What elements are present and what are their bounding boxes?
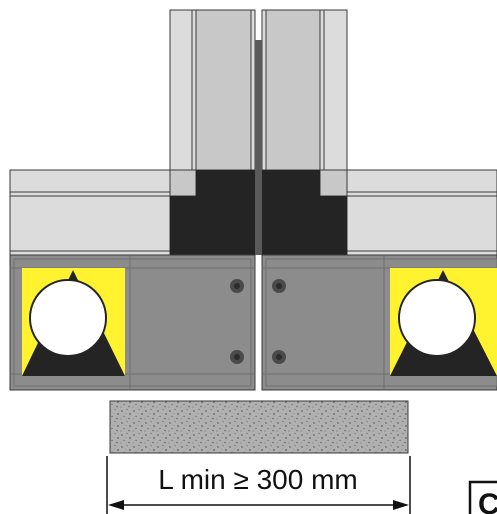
left-horizontal-profile <box>9 169 197 256</box>
right-horizontal-profile <box>319 169 497 256</box>
left-seal-block <box>170 170 255 255</box>
dimension-label: L min ≥ 300 mm <box>158 464 358 495</box>
left-tube-insert <box>22 268 125 376</box>
screw-right-top <box>272 279 286 293</box>
dimension-line <box>106 456 411 514</box>
corner-letter: C <box>478 488 497 514</box>
screw-left-bottom <box>230 350 244 364</box>
screw-right-bottom <box>272 350 286 364</box>
right-vertical-profile <box>261 9 348 171</box>
screw-left-top <box>230 279 244 293</box>
concrete-strip <box>109 400 409 454</box>
corner-boxed-letter: C <box>468 480 497 514</box>
center-gasket <box>255 40 262 255</box>
left-vertical-profile <box>169 9 256 171</box>
right-tube-insert <box>390 268 497 376</box>
right-seal-block <box>262 170 347 255</box>
